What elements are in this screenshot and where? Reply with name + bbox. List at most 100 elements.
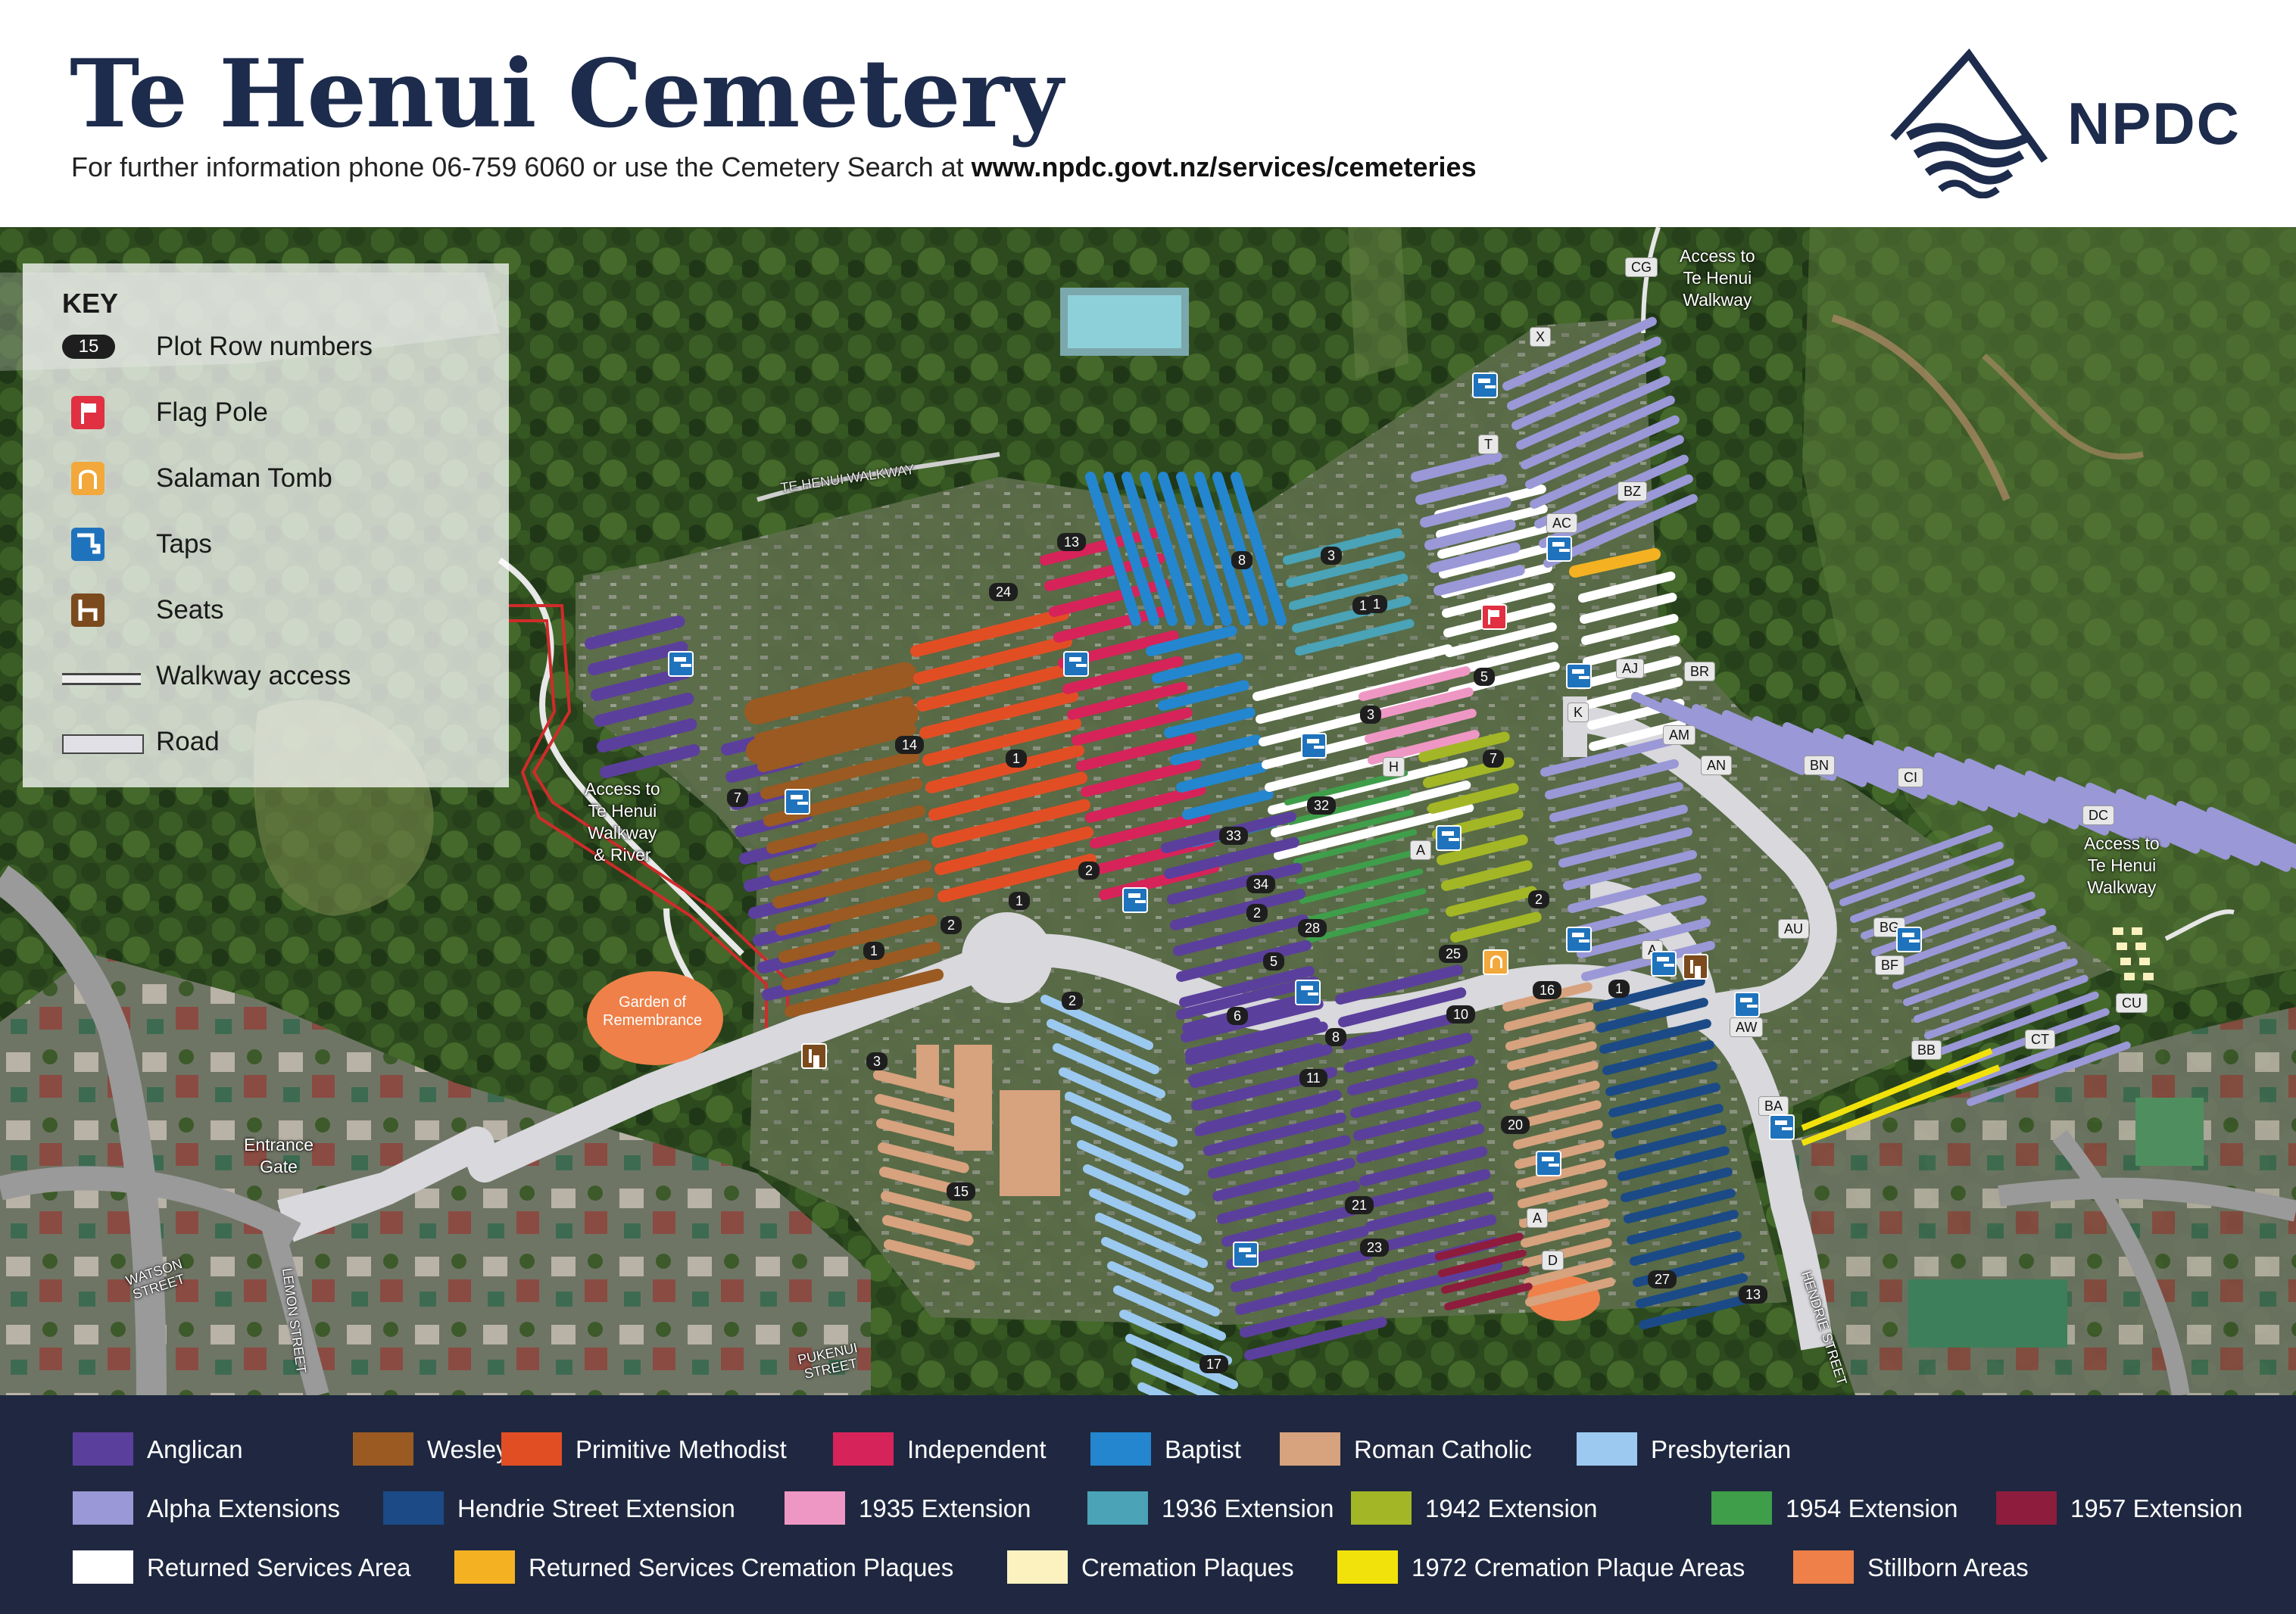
plot-row[interactable] [1121,472,1178,626]
plot-row[interactable] [594,692,694,727]
plot-row[interactable] [1617,1146,1730,1181]
plot-row[interactable] [1596,998,1708,1033]
plot-row[interactable] [1353,1101,1482,1141]
plot-row[interactable] [1568,872,1702,913]
plot-row[interactable] [1244,1316,1387,1360]
plot-row[interactable] [1438,1249,1527,1277]
plot-row[interactable] [1572,895,1706,936]
plot-row[interactable] [1362,1169,1491,1209]
plot-row[interactable] [1292,596,1412,633]
plot-row[interactable] [1199,1089,1342,1133]
plot-row[interactable] [1131,1358,1240,1395]
plot-row[interactable] [1374,1260,1503,1300]
plot-row[interactable] [1179,965,1315,1008]
plot-row[interactable] [760,750,920,799]
plot-row[interactable] [919,690,1079,739]
plot-row[interactable] [1429,542,1521,573]
plot-row[interactable] [1507,1041,1597,1070]
tap-icon[interactable] [1546,536,1572,562]
plot-row[interactable] [928,771,1088,821]
plot-row[interactable] [1067,681,1188,720]
plot-row[interactable] [1362,687,1474,722]
loop-road[interactable] [1574,706,1837,1028]
plot-row[interactable] [934,826,1094,875]
plot-row[interactable] [1185,1021,1328,1065]
plot-row[interactable] [1053,1043,1166,1099]
plot-row[interactable] [785,968,944,1017]
plot-row[interactable] [1170,888,1306,930]
seat-icon[interactable] [801,1043,827,1069]
plot-row[interactable] [1083,1164,1196,1220]
plot-row[interactable] [1167,862,1302,905]
plot-row[interactable] [1522,1238,1612,1267]
plot-row[interactable] [1283,528,1402,565]
tap-icon[interactable] [1436,825,1462,851]
plot-row[interactable] [1578,571,1676,603]
plot-row[interactable] [600,743,700,778]
plot-row[interactable] [1593,977,1705,1011]
plot-row[interactable] [1639,1295,1751,1329]
plot-row[interactable] [1286,550,1405,587]
plot-row[interactable] [910,608,1070,657]
plot-row[interactable] [1450,911,1542,943]
plot-row[interactable] [1636,1273,1748,1308]
plot-row[interactable] [2116,789,2291,872]
plot-row[interactable] [2146,795,2296,874]
plot-row[interactable] [1444,1282,1533,1310]
tap-icon[interactable] [1122,887,1148,913]
plot-row[interactable] [1530,435,1684,509]
plot-row[interactable] [2207,807,2296,886]
seat-icon[interactable] [1683,954,1708,980]
plot-row[interactable] [1085,472,1141,626]
plot-row[interactable] [882,1215,974,1246]
plot-row[interactable] [1510,1080,1600,1110]
plot-row[interactable] [1350,1078,1479,1118]
plot-row[interactable] [1125,1334,1239,1390]
plot-row[interactable] [1602,1040,1714,1075]
plot-row[interactable] [1306,908,1430,943]
tap-icon[interactable] [1896,927,1922,952]
plot-row[interactable] [1182,991,1318,1033]
plot-row[interactable] [1203,1112,1346,1156]
aerial-map[interactable]: Access to Te Henui Walkway Access to Te … [0,227,2296,1395]
plot-row[interactable] [1338,987,1467,1027]
plot-row[interactable] [931,799,1091,848]
plot-row[interactable] [1164,707,1256,738]
plot-row[interactable] [1829,824,1993,890]
plot-row[interactable] [1344,1033,1473,1073]
plot-row[interactable] [1904,746,2079,830]
plot-row[interactable] [1935,991,2099,1056]
tap-icon[interactable] [785,789,810,815]
plot-row[interactable] [1365,709,1477,743]
plot-row[interactable] [1525,1277,1615,1307]
plot-row[interactable] [1208,1135,1351,1179]
plot-row[interactable] [1293,829,1418,865]
plot-row[interactable] [937,853,1097,902]
plot-row[interactable] [1599,1019,1711,1054]
plot-row[interactable] [1558,827,1692,868]
plot-row[interactable] [1580,592,1677,624]
plot-row[interactable] [1631,692,1807,775]
plot-row[interactable] [1103,472,1159,626]
plot-row[interactable] [1437,524,1549,559]
plot-row[interactable] [1924,974,2089,1039]
plot-row[interactable] [916,662,1076,712]
plot-block[interactable] [954,1045,992,1151]
plot-row[interactable] [1287,790,1412,825]
plot-block[interactable] [1000,1090,1060,1196]
plot-row[interactable] [1231,472,1287,626]
tap-icon[interactable] [1536,1151,1561,1176]
plot-row[interactable] [1368,1214,1497,1254]
plot-row[interactable] [1995,765,2170,848]
plot-row[interactable] [1341,1010,1470,1050]
plot-row[interactable] [1843,734,2019,818]
plot-row[interactable] [2176,801,2296,880]
plot-row[interactable] [1062,656,1184,694]
plot-row[interactable] [1903,941,2067,1006]
plot-row[interactable] [1076,733,1197,771]
plot-row[interactable] [1783,722,1958,805]
plot-row[interactable] [1040,527,1161,566]
plot-row[interactable] [913,635,1073,684]
plot-row[interactable] [1518,1179,1608,1208]
plot-row[interactable] [1185,1017,1321,1059]
